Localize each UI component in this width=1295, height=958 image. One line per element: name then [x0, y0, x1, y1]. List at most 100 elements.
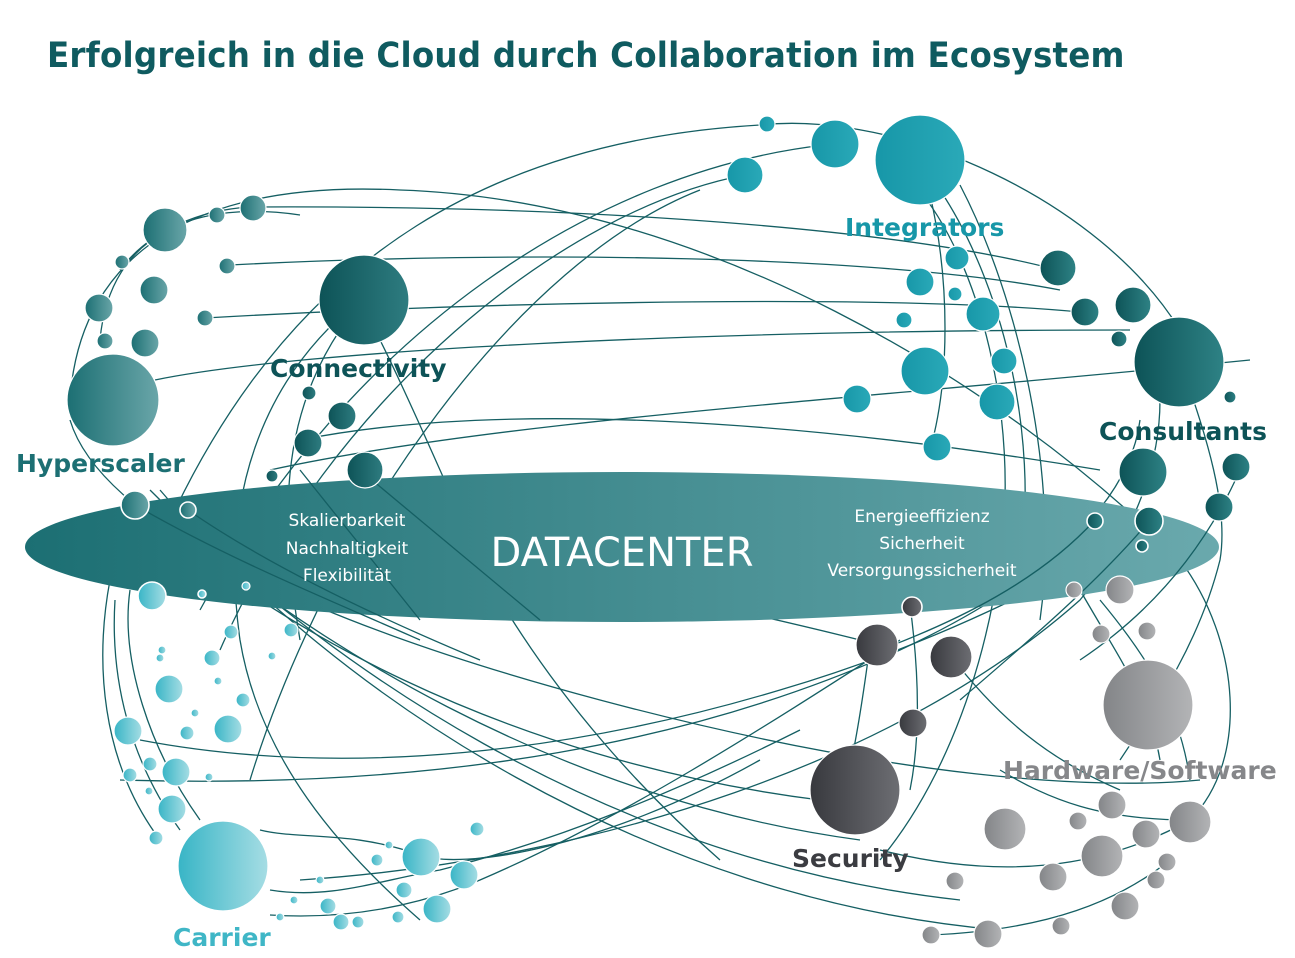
carrier-node	[289, 895, 299, 905]
hardware-software-node	[1110, 891, 1140, 921]
orbit-line	[299, 469, 421, 621]
security-node	[855, 623, 899, 667]
carrier-node	[148, 830, 164, 846]
orbit-line	[879, 519, 1096, 651]
group-label-security: Security	[792, 844, 909, 873]
hyperscaler-node	[130, 328, 160, 358]
carrier-node	[332, 913, 350, 931]
integrators-node	[842, 384, 872, 414]
carrier-node	[157, 794, 187, 824]
carrier-node	[213, 676, 223, 686]
integrators-node	[874, 114, 966, 206]
carrier-node	[154, 674, 184, 704]
carrier-node	[469, 821, 485, 837]
hardware-software-node	[1137, 621, 1157, 641]
datacenter-center: DATACENTER Skalierbarkeit Nachhaltigkeit…	[286, 507, 1017, 586]
security-node	[901, 596, 923, 618]
hardware-software-node	[1080, 834, 1124, 878]
hardware-software-node	[1097, 790, 1127, 820]
hardware-software-node	[973, 919, 1003, 949]
group-label-consultants: Consultants	[1099, 417, 1267, 446]
carrier-node	[122, 767, 138, 783]
orbit-line	[134, 504, 421, 641]
carrier-node	[351, 915, 365, 929]
orbit-line	[999, 769, 1191, 821]
orbit-line	[234, 299, 421, 921]
carrier-node	[235, 692, 251, 708]
hyperscaler-node	[120, 490, 150, 520]
bubbles	[66, 114, 1251, 949]
orbit-line	[909, 604, 919, 791]
consultants-node	[1070, 297, 1100, 327]
hyperscaler-node	[196, 309, 214, 327]
integrators-node	[965, 296, 1001, 332]
orbit-line	[249, 206, 1051, 269]
hyperscaler-node	[239, 194, 267, 222]
carrier-node	[155, 653, 165, 663]
hyperscaler-node	[96, 332, 114, 350]
consultants-node	[1118, 447, 1168, 497]
hyperscaler-node	[208, 206, 226, 224]
carrier-node	[384, 840, 394, 850]
integrators-node	[726, 156, 764, 194]
group-label-hyperscaler: Hyperscaler	[16, 449, 185, 478]
consultants-node	[1039, 249, 1077, 287]
integrators-node	[895, 311, 913, 329]
carrier-node	[213, 714, 243, 744]
orbit-line	[959, 519, 1151, 701]
hardware-software-node	[1065, 581, 1083, 599]
hyperscaler-node	[179, 501, 197, 519]
carrier-node	[157, 645, 167, 655]
hardware-software-node	[1131, 819, 1161, 849]
orbit-line	[299, 399, 1161, 881]
orbit-line	[269, 729, 801, 894]
security-node	[898, 708, 928, 738]
datacenter-attribute-right: Sicherheit	[879, 534, 965, 554]
carrier-node	[401, 837, 441, 877]
carrier-node	[177, 820, 269, 912]
consultants-node	[1204, 492, 1234, 522]
carrier-node	[161, 757, 191, 787]
consultants-node	[1110, 330, 1128, 348]
orbit-line	[127, 589, 201, 821]
integrators-node	[944, 245, 970, 271]
hyperscaler-node	[218, 257, 236, 275]
carrier-node	[370, 853, 384, 867]
datacenter-attribute-right: Versorgungssicherheit	[827, 561, 1017, 581]
datacenter-ellipse-layer	[25, 472, 1219, 622]
carrier-node	[197, 589, 207, 599]
carrier-node	[319, 897, 337, 915]
integrators-node	[758, 115, 776, 133]
carrier-node	[275, 912, 285, 922]
consultants-node	[1114, 286, 1152, 324]
connectivity-node	[293, 428, 323, 458]
carrier-node	[204, 772, 214, 782]
orbit-line	[249, 189, 701, 781]
connectivity-node	[301, 385, 317, 401]
carrier-node	[179, 725, 195, 741]
carrier-node	[203, 649, 221, 667]
hardware-software-node	[945, 871, 965, 891]
group-label-carrier: Carrier	[173, 923, 271, 952]
integrators-node	[922, 432, 952, 462]
consultants-node	[1223, 390, 1237, 404]
orbit-line	[102, 579, 161, 841]
datacenter-attribute-left: Skalierbarkeit	[289, 511, 406, 531]
hyperscaler-node	[114, 254, 130, 270]
carrier-node	[422, 894, 452, 924]
carrier-node	[315, 875, 325, 885]
orbit-line	[359, 469, 541, 621]
carrier-node	[113, 716, 143, 746]
consultants-node	[1135, 539, 1149, 553]
carrier-node	[223, 624, 239, 640]
integrators-node	[990, 347, 1018, 375]
hardware-software-node	[1068, 811, 1088, 831]
datacenter-attribute-right: Energieeffizienz	[854, 507, 989, 527]
integrators-node	[810, 119, 860, 169]
hardware-software-node	[983, 807, 1027, 851]
consultants-node	[1086, 512, 1104, 530]
datacenter-label: DATACENTER	[491, 530, 754, 576]
hyperscaler-node	[66, 353, 160, 447]
carrier-node	[391, 910, 405, 924]
